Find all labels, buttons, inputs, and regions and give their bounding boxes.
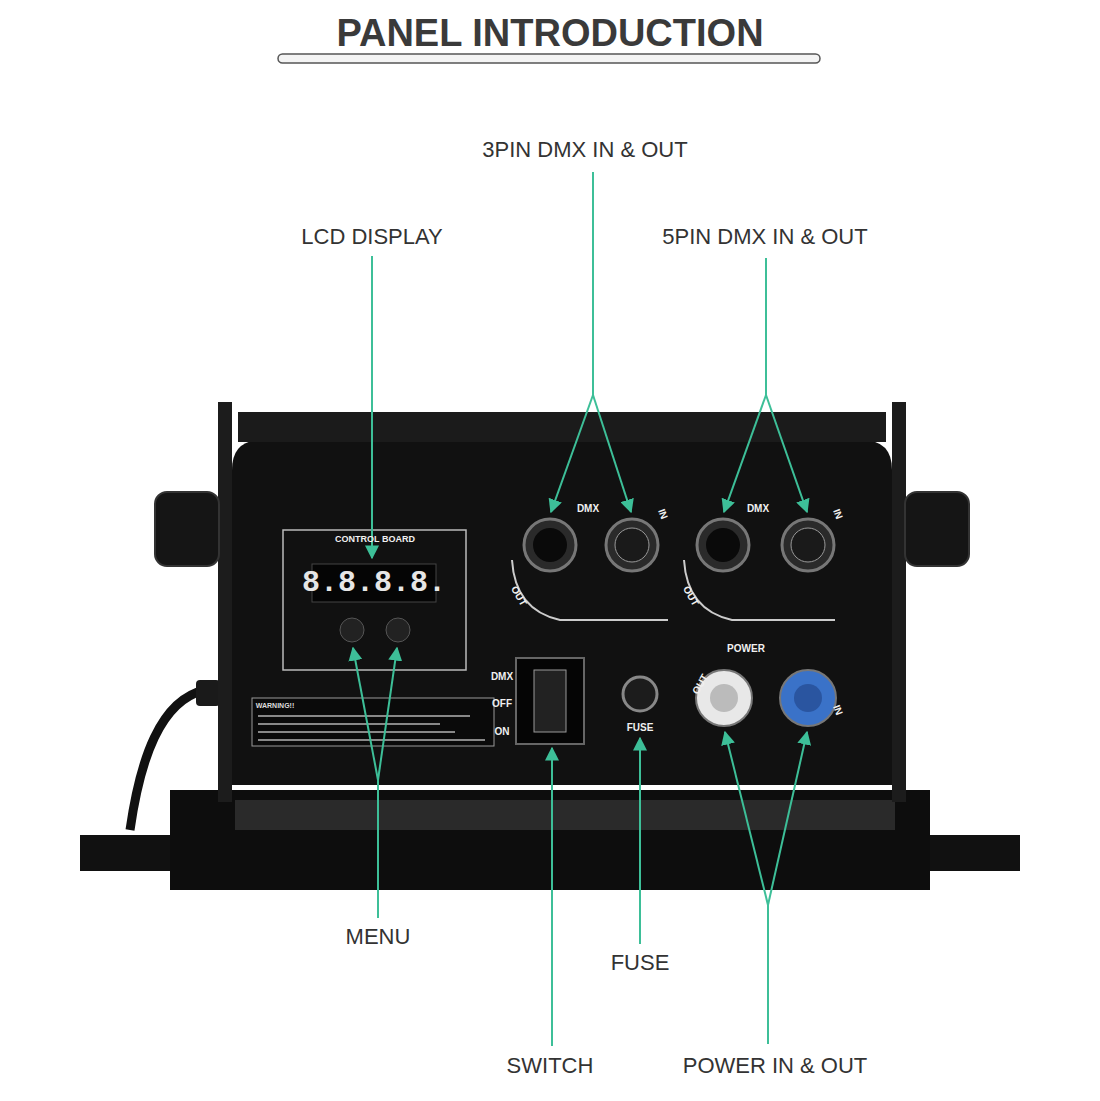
bracket-left [218,402,232,802]
xlr-connector [524,519,834,571]
callout-label: FUSE [611,951,670,975]
knob-left [155,492,219,566]
panel-marking: POWER [727,643,765,654]
callout-label: MENU [346,925,411,949]
panel-marking: FUSE [627,722,654,733]
power-in-connector [780,670,836,726]
menu-button [386,618,410,642]
warning-sticker [252,698,494,746]
callout-label: 5PIN DMX IN & OUT [662,225,867,249]
title-underline [278,54,820,63]
bracket-right [892,402,906,802]
control-board-outline [283,530,466,670]
callout-label: 3PIN DMX IN & OUT [482,138,687,162]
rocker-switch [516,658,584,744]
power-cable [130,690,205,830]
callout-label: SWITCH [507,1054,594,1078]
panel-marking: DMX [491,671,513,682]
base-strip [235,800,895,830]
panel-top [238,412,886,442]
callout-label: LCD DISPLAY [301,225,442,249]
panel-marking: ON [495,726,510,737]
panel-marking: OFF [492,698,512,709]
panel-marking: DMX [747,503,769,514]
panel-marking: DMX [577,503,599,514]
fuse-holder [623,677,657,711]
cable-gland [196,680,220,706]
led-digits: 8.8.8.8. [302,567,446,600]
board-marking: CONTROL BOARD [335,535,415,545]
rocker [534,670,566,732]
page-title: PANEL INTRODUCTION [336,13,763,55]
leader-lines [353,172,807,1046]
callout-label: POWER IN & OUT [683,1054,868,1078]
front-panel [232,440,892,785]
menu-button [340,618,364,642]
warning-text: WARNING!! [256,702,295,710]
knob-right [905,492,969,566]
base-housing [170,790,930,890]
